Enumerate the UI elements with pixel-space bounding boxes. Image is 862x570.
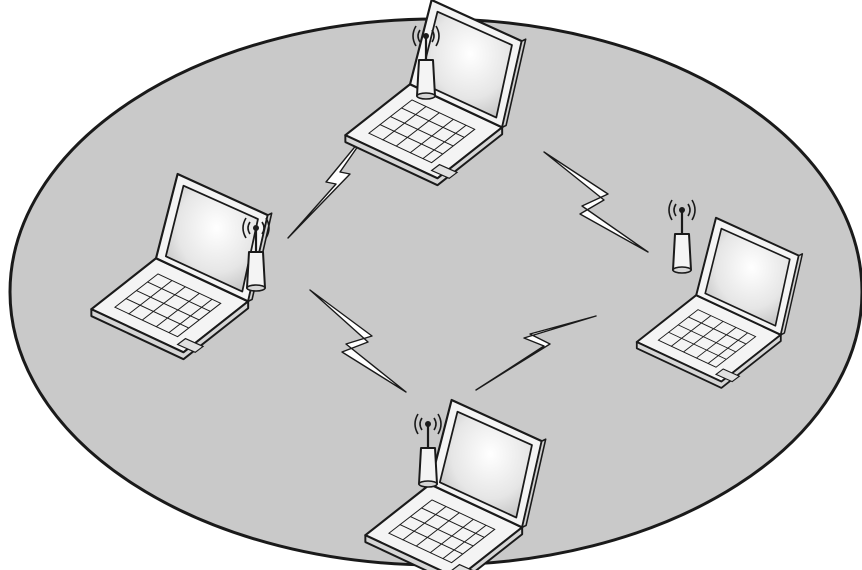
diagram-canvas	[0, 0, 862, 570]
network-diagram	[0, 0, 862, 570]
